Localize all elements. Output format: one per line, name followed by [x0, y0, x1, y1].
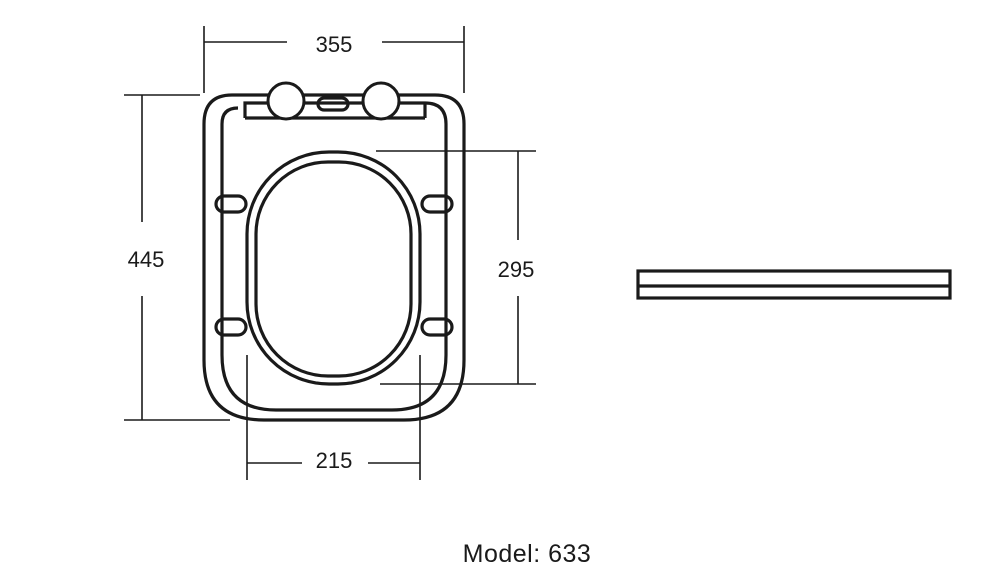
dimension-width-label: 355 [316, 32, 353, 57]
hinge-left [266, 81, 306, 121]
dimension-height-label: 445 [128, 247, 165, 272]
seat-inner-outline [220, 101, 448, 412]
bumper-top-right [420, 194, 454, 214]
bumper-bottom-left [214, 317, 248, 337]
hinge-right [361, 81, 401, 121]
model-label: Model: 633 [463, 540, 592, 568]
seat-side-view [636, 269, 952, 300]
seat-opening-inner [254, 160, 413, 378]
seat-opening-outer [245, 150, 422, 386]
seat-outer-outline [202, 93, 466, 422]
bumper-top-left [214, 194, 248, 214]
bumper-bottom-right [420, 317, 454, 337]
dimension-lines [124, 26, 536, 480]
center-slot [316, 96, 350, 112]
seat-top-view [202, 81, 466, 422]
dimension-inner-width-label: 215 [316, 448, 353, 473]
dimension-inner-height-label: 295 [498, 257, 535, 282]
